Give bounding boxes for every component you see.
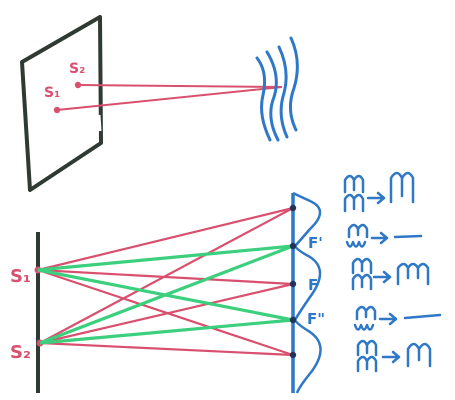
arrow-2 — [370, 231, 389, 245]
ray-s1-bottom — [37, 268, 294, 357]
wave-result-5 — [406, 342, 432, 368]
wave-result-2-flat — [393, 234, 423, 239]
wave-input-top-5 — [356, 339, 378, 357]
top-ray-from-s1 — [56, 86, 283, 111]
top-label-s2: S₂ — [69, 61, 85, 77]
wavefront-3 — [277, 45, 289, 139]
ray-s1-fprime — [37, 244, 294, 272]
wave-pair-row-1 — [343, 171, 415, 213]
bottom-label-s2: S₂ — [10, 342, 31, 363]
wave-result-4-flat — [403, 313, 442, 320]
slit-barrier-plate — [20, 15, 103, 192]
arrow-1 — [366, 191, 386, 205]
fringe-label-f: F — [308, 276, 318, 294]
wave-pair-row-4 — [353, 305, 442, 331]
screen-point-fdouble — [289, 316, 297, 324]
screen-point-top — [289, 204, 297, 212]
ray-s2-center — [39, 282, 294, 345]
wave-result-1 — [389, 171, 415, 204]
top-label-s1: S₁ — [44, 85, 60, 101]
wave-input-bottom-2 — [345, 240, 367, 248]
ray-s2-bottom — [39, 341, 294, 357]
arrow-3 — [372, 270, 392, 284]
red-rays — [37, 206, 294, 357]
wave-result-3 — [396, 262, 430, 286]
arrow-5 — [381, 350, 401, 364]
screen-point-f — [289, 280, 297, 288]
fringe-label-fdouble: F" — [307, 310, 325, 328]
wavefront-2 — [265, 50, 280, 142]
bottom-label-s1: S₁ — [10, 266, 31, 287]
wave-pair-row-3 — [351, 257, 430, 291]
ray-s2-top — [39, 207, 294, 344]
wavefronts — [255, 36, 299, 142]
arrow-4 — [378, 312, 398, 326]
ray-s2-fdouble — [39, 318, 294, 345]
wave-addition-key — [343, 171, 442, 373]
wave-pair-row-5 — [356, 339, 432, 373]
wave-input-top-3 — [351, 257, 373, 275]
slit-cut-lower — [97, 114, 102, 132]
wave-input-bottom-1 — [343, 193, 365, 213]
wave-input-bottom-5 — [356, 355, 378, 373]
ray-s2-fprime — [39, 244, 294, 345]
top-panel: S₁ S₂ — [20, 15, 299, 192]
wavefront-4 — [289, 36, 299, 132]
screen-points — [289, 204, 297, 359]
wavefront-1 — [255, 56, 272, 142]
wave-pair-row-2 — [345, 223, 423, 248]
intensity-profile — [292, 191, 322, 394]
wave-input-top-4 — [355, 305, 377, 321]
screen-point-fprime — [289, 242, 297, 250]
screen-point-bottom — [289, 351, 297, 359]
wave-input-top-2 — [347, 223, 369, 239]
ray-s1-top — [37, 206, 294, 272]
wave-input-bottom-4 — [353, 323, 375, 331]
bottom-panel: S₁ S₂ F' — [10, 171, 442, 394]
fringe-label-fprime: F' — [308, 234, 323, 252]
green-rays — [37, 244, 294, 345]
top-ray-from-s2 — [77, 84, 283, 88]
wave-input-top-1 — [343, 174, 365, 194]
wave-input-bottom-3 — [351, 273, 373, 291]
